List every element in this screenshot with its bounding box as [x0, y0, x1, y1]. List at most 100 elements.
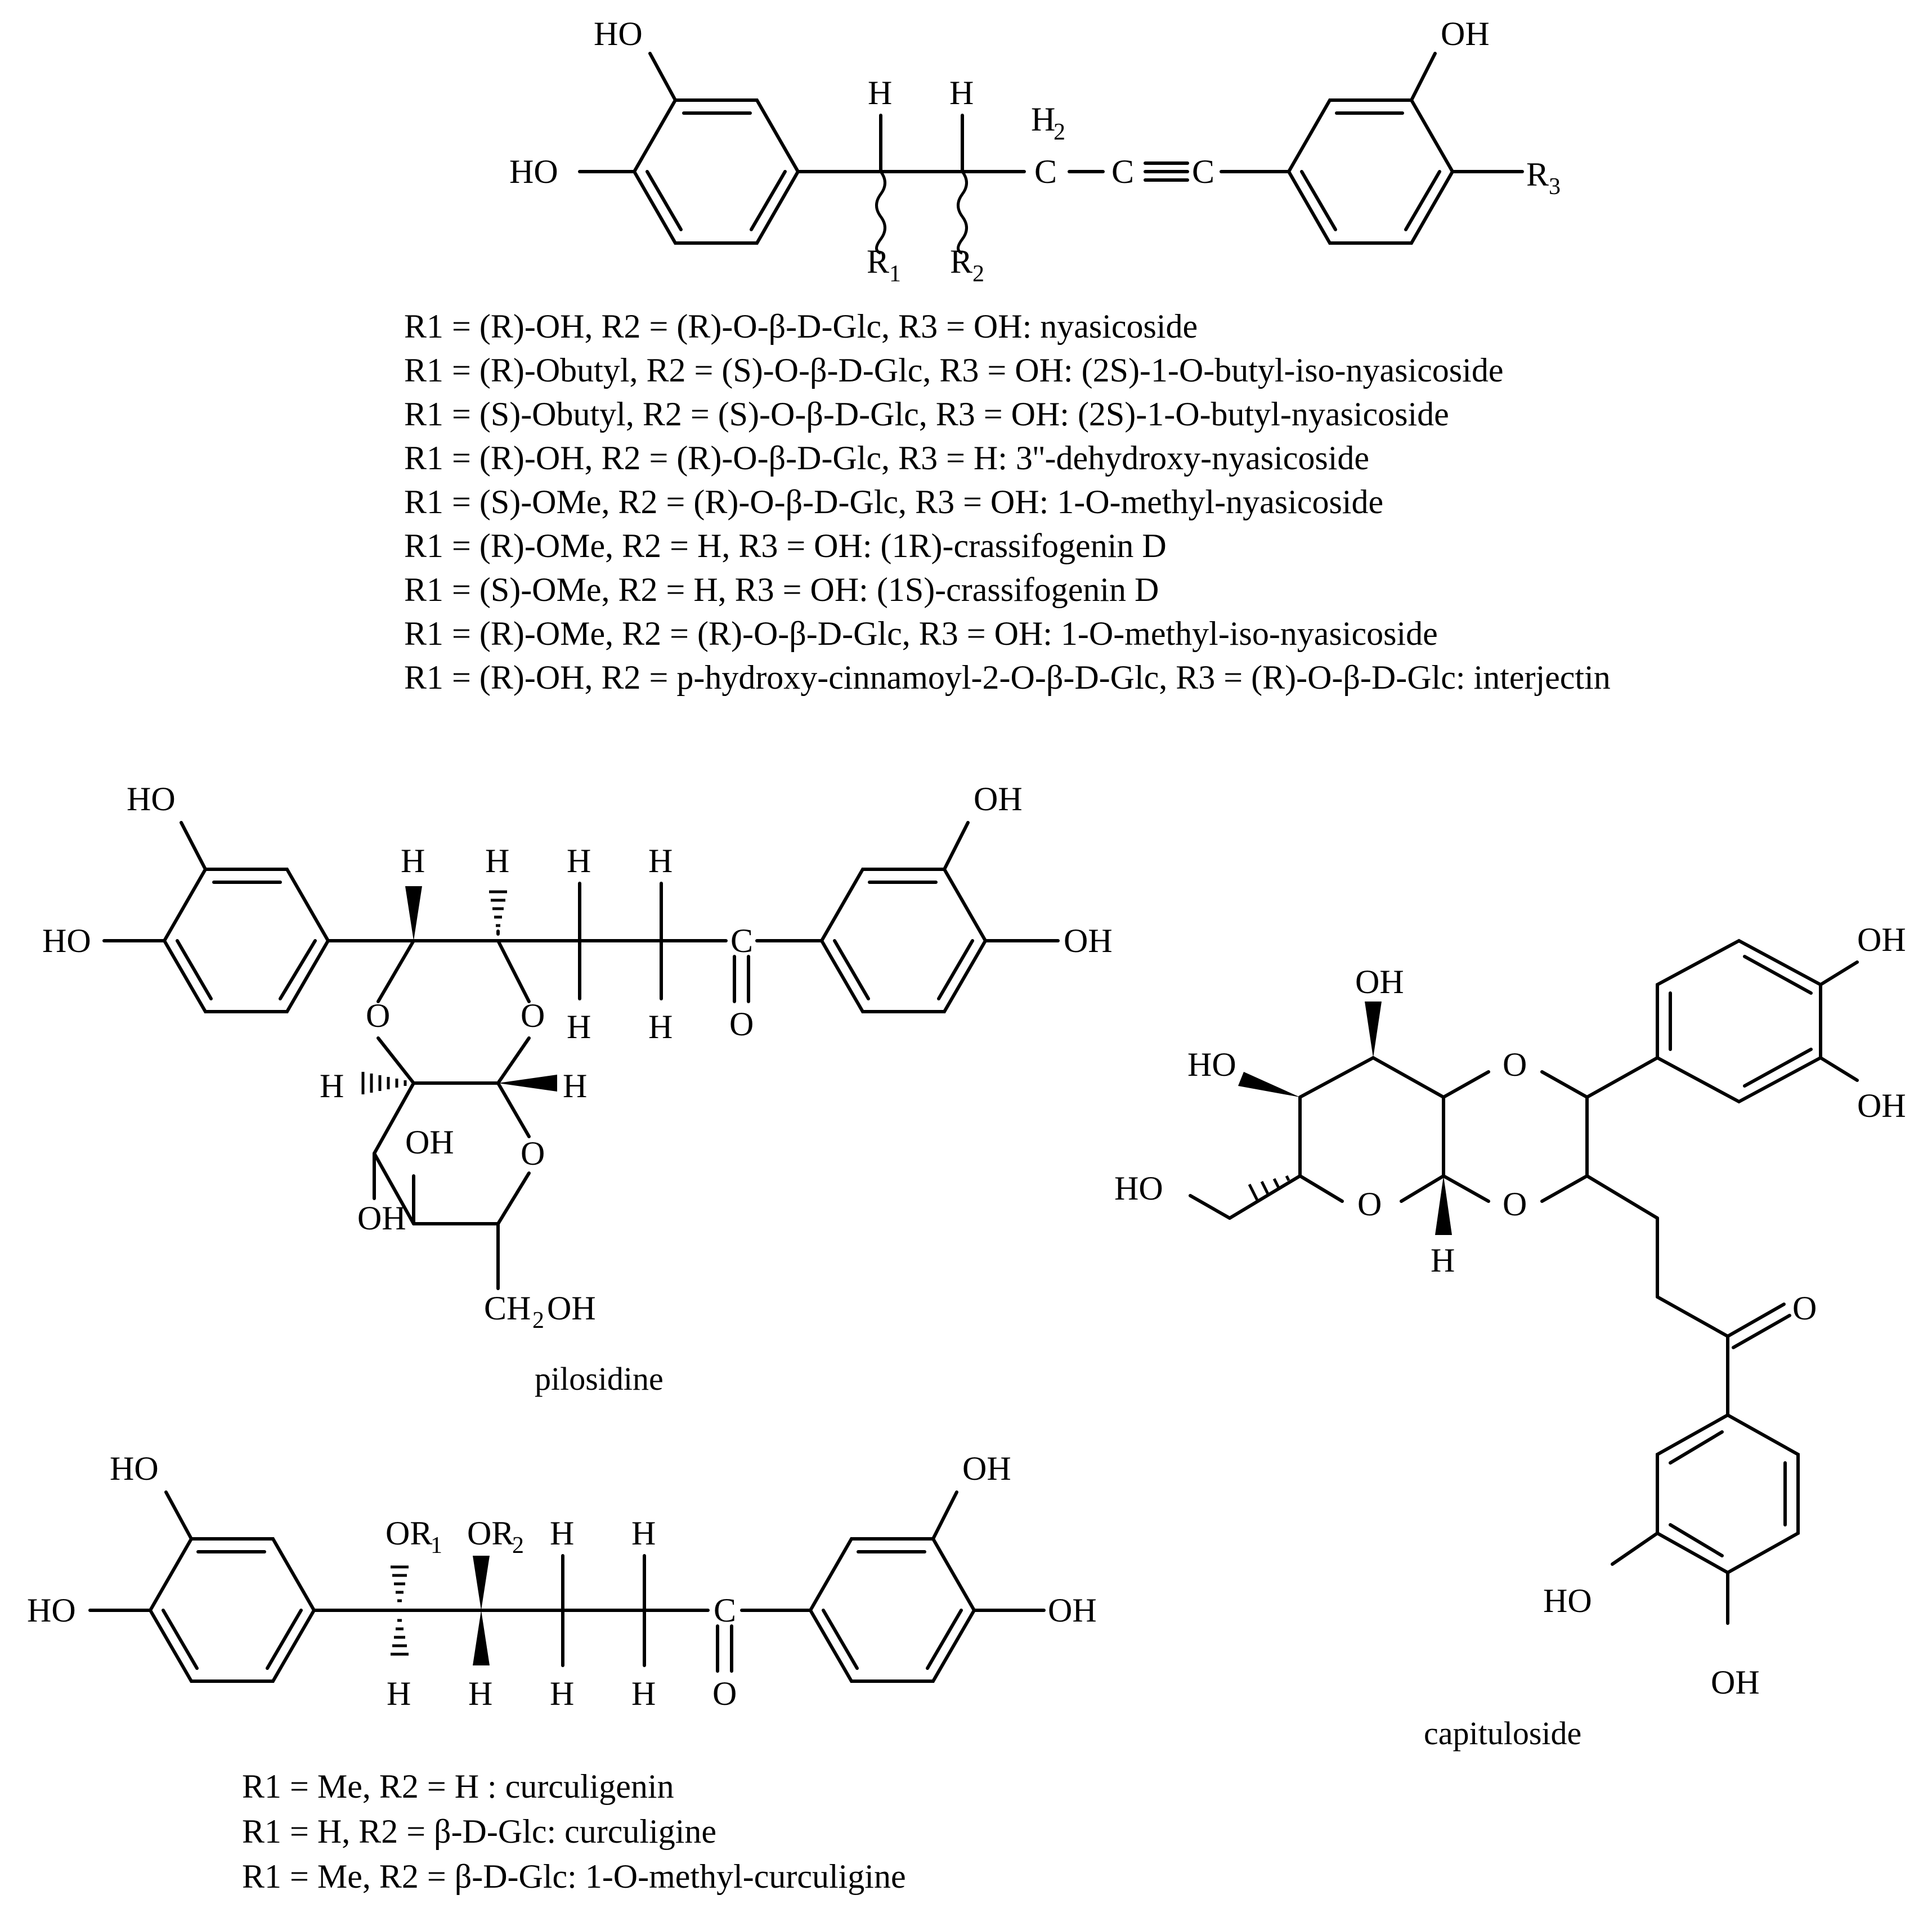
top-r3-label: R 3	[1526, 156, 1561, 200]
curculigenin-or2-label: OR 2	[467, 1515, 524, 1559]
curculigenin-h2: H	[468, 1675, 492, 1712]
variant-line: R1 = (R)-OH, R2 = (R)-O-β-D-Glc, R3 = OH…	[404, 308, 1198, 345]
pilosidine-o1: O	[366, 997, 390, 1034]
top-ho-upper: HO	[594, 15, 643, 52]
hashed-wedge-c1-down	[391, 1619, 409, 1656]
pilosidine-h5: H	[567, 842, 591, 879]
svg-text:H: H	[1031, 101, 1055, 138]
curculigenin-left-ring	[88, 1490, 401, 1683]
variant-line: R1 = (S)-OMe, R2 = H, R3 = OH: (1S)-cras…	[404, 571, 1159, 608]
pilosidine-o3: O	[521, 1135, 545, 1172]
capituloside-h: H	[1431, 1242, 1455, 1279]
variant-line: R1 = (S)-OMe, R2 = (R)-O-β-D-Glc, R3 = O…	[404, 483, 1383, 520]
top-r1-label: R 1	[867, 243, 901, 287]
pilosidine-h6: H	[648, 842, 673, 879]
curculigenin-oh-right-lower: OH	[1048, 1592, 1097, 1629]
top-alkyne-c2: C	[1192, 153, 1214, 190]
capituloside-lower-ring	[1611, 1413, 1800, 1625]
curculigenin-ho-upper: HO	[110, 1450, 159, 1487]
curculigenin-h5: H	[550, 1675, 574, 1712]
top-right-ring	[1286, 52, 1524, 245]
capituloside-o-lower: O	[1503, 1185, 1527, 1223]
capituloside-structure: OH HO HO O O O H OH OH O	[1114, 921, 1906, 1752]
capituloside-ho-left: HO	[1187, 1046, 1236, 1083]
variant-line: R1 = (S)-Obutyl, R2 = (S)-O-β-D-Glc, R3 …	[404, 396, 1449, 433]
svg-text:R: R	[950, 243, 972, 280]
capituloside-o-upper: O	[1503, 1046, 1527, 1083]
curculigenin-h1: H	[387, 1675, 411, 1712]
pilosidine-o2: O	[521, 997, 545, 1034]
top-h-2: H	[949, 74, 974, 111]
pilosidine-oh-right-lower: OH	[1064, 922, 1113, 959]
pilosidine-h3: H	[320, 1067, 344, 1104]
capituloside-chain	[1585, 1174, 1791, 1417]
svg-text:R: R	[1526, 156, 1549, 193]
pilosidine-oh-lower: OH	[357, 1200, 406, 1237]
svg-text:2: 2	[512, 1533, 524, 1559]
top-oh-right: OH	[1441, 15, 1490, 52]
curculigenin-carbonyl-c: C	[714, 1592, 736, 1629]
top-variant-list: R1 = (R)-OH, R2 = (R)-O-β-D-Glc, R3 = OH…	[404, 308, 1611, 696]
capituloside-upper-ring	[1585, 938, 1859, 1104]
variant-line: R1 = (R)-OH, R2 = (R)-O-β-D-Glc, R3 = H:…	[404, 439, 1369, 477]
svg-text:1: 1	[431, 1533, 442, 1559]
capituloside-ho-lower-ring: HO	[1543, 1582, 1592, 1619]
capituloside-caption: capituloside	[1424, 1715, 1581, 1752]
curculigenin-or1-label: OR 1	[385, 1515, 442, 1559]
capituloside-oh-upper-ring-1: OH	[1857, 921, 1906, 958]
pilosidine-oh-right-upper: OH	[974, 780, 1023, 818]
svg-text:2: 2	[1054, 119, 1065, 145]
svg-text:1: 1	[889, 261, 901, 287]
variant-line: R1 = Me, R2 = β-D-Glc: 1-O-methyl-curcul…	[242, 1858, 906, 1895]
pilosidine-h7: H	[567, 1008, 591, 1045]
curculigenin-h4: H	[631, 1515, 656, 1552]
curculigenin-h6: H	[631, 1675, 656, 1712]
pilosidine-ho-upper: HO	[127, 780, 176, 818]
top-ch2-label: H 2 C	[1031, 101, 1065, 190]
pilosidine-h2: H	[485, 842, 509, 879]
variant-line: R1 = (R)-OH, R2 = p-hydroxy-cinnamoyl-2-…	[404, 659, 1611, 696]
hashed-wedge-c1-up	[391, 1565, 409, 1602]
svg-text:2: 2	[972, 261, 984, 287]
svg-text:2: 2	[532, 1308, 544, 1333]
svg-text:OR: OR	[467, 1515, 514, 1552]
top-structure: HO HO H H R 1 R 2 H 2 C	[404, 15, 1611, 696]
curculigenin-structure: HO HO	[27, 1450, 1097, 1895]
hashed-wedge-left	[361, 1072, 407, 1094]
curculigenin-right-ring	[808, 1490, 1046, 1683]
capituloside-oh-upper-ring-2: OH	[1857, 1087, 1906, 1124]
top-ho-lower: HO	[509, 153, 558, 190]
hashed-wedge-capituloside	[1248, 1175, 1290, 1204]
pilosidine-carbonyl-c: C	[730, 922, 753, 959]
curculigenin-carbonyl-o: O	[712, 1675, 737, 1712]
pilosidine-rings	[361, 886, 557, 1290]
capituloside-ho-ch2: HO	[1114, 1170, 1163, 1207]
variant-line: R1 = H, R2 = β-D-Glc: curculigine	[242, 1813, 716, 1850]
pilosidine-oh-upper: OH	[405, 1124, 454, 1161]
variant-line: R1 = (R)-OMe, R2 = (R)-O-β-D-Glc, R3 = O…	[404, 615, 1438, 652]
pilosidine-structure: HO HO	[42, 780, 1113, 1397]
pilosidine-chain	[496, 882, 823, 1003]
capituloside-sugar-rings	[1189, 1002, 1589, 1235]
top-r2-label: R 2	[950, 243, 984, 287]
capituloside-oh-top: OH	[1355, 963, 1404, 1000]
pilosidine-right-ring	[819, 821, 1060, 1013]
top-alkyne-c1: C	[1111, 153, 1134, 190]
top-chain	[875, 114, 1290, 255]
pilosidine-h4: H	[563, 1067, 587, 1104]
variant-line: R1 = (R)-Obutyl, R2 = (S)-O-β-D-Glc, R3 …	[404, 352, 1503, 389]
capituloside-o-ring: O	[1357, 1185, 1382, 1223]
pilosidine-ho-lower: HO	[42, 922, 91, 959]
variant-line: R1 = Me, R2 = H : curculigenin	[242, 1768, 674, 1805]
pilosidine-caption: pilosidine	[535, 1360, 664, 1397]
pilosidine-ch2oh: CH 2 OH	[484, 1290, 596, 1333]
capituloside-carbonyl-o: O	[1792, 1290, 1817, 1327]
variant-line: R1 = (R)-OMe, R2 = H, R3 = OH: (1R)-cras…	[404, 527, 1167, 564]
hashed-wedge	[489, 890, 507, 936]
curculigenin-chain	[391, 1554, 812, 1673]
top-left-ring	[578, 52, 882, 245]
svg-text:3: 3	[1549, 174, 1561, 200]
curculigenin-oh-right-upper: OH	[962, 1450, 1011, 1487]
svg-text:R: R	[867, 243, 889, 280]
